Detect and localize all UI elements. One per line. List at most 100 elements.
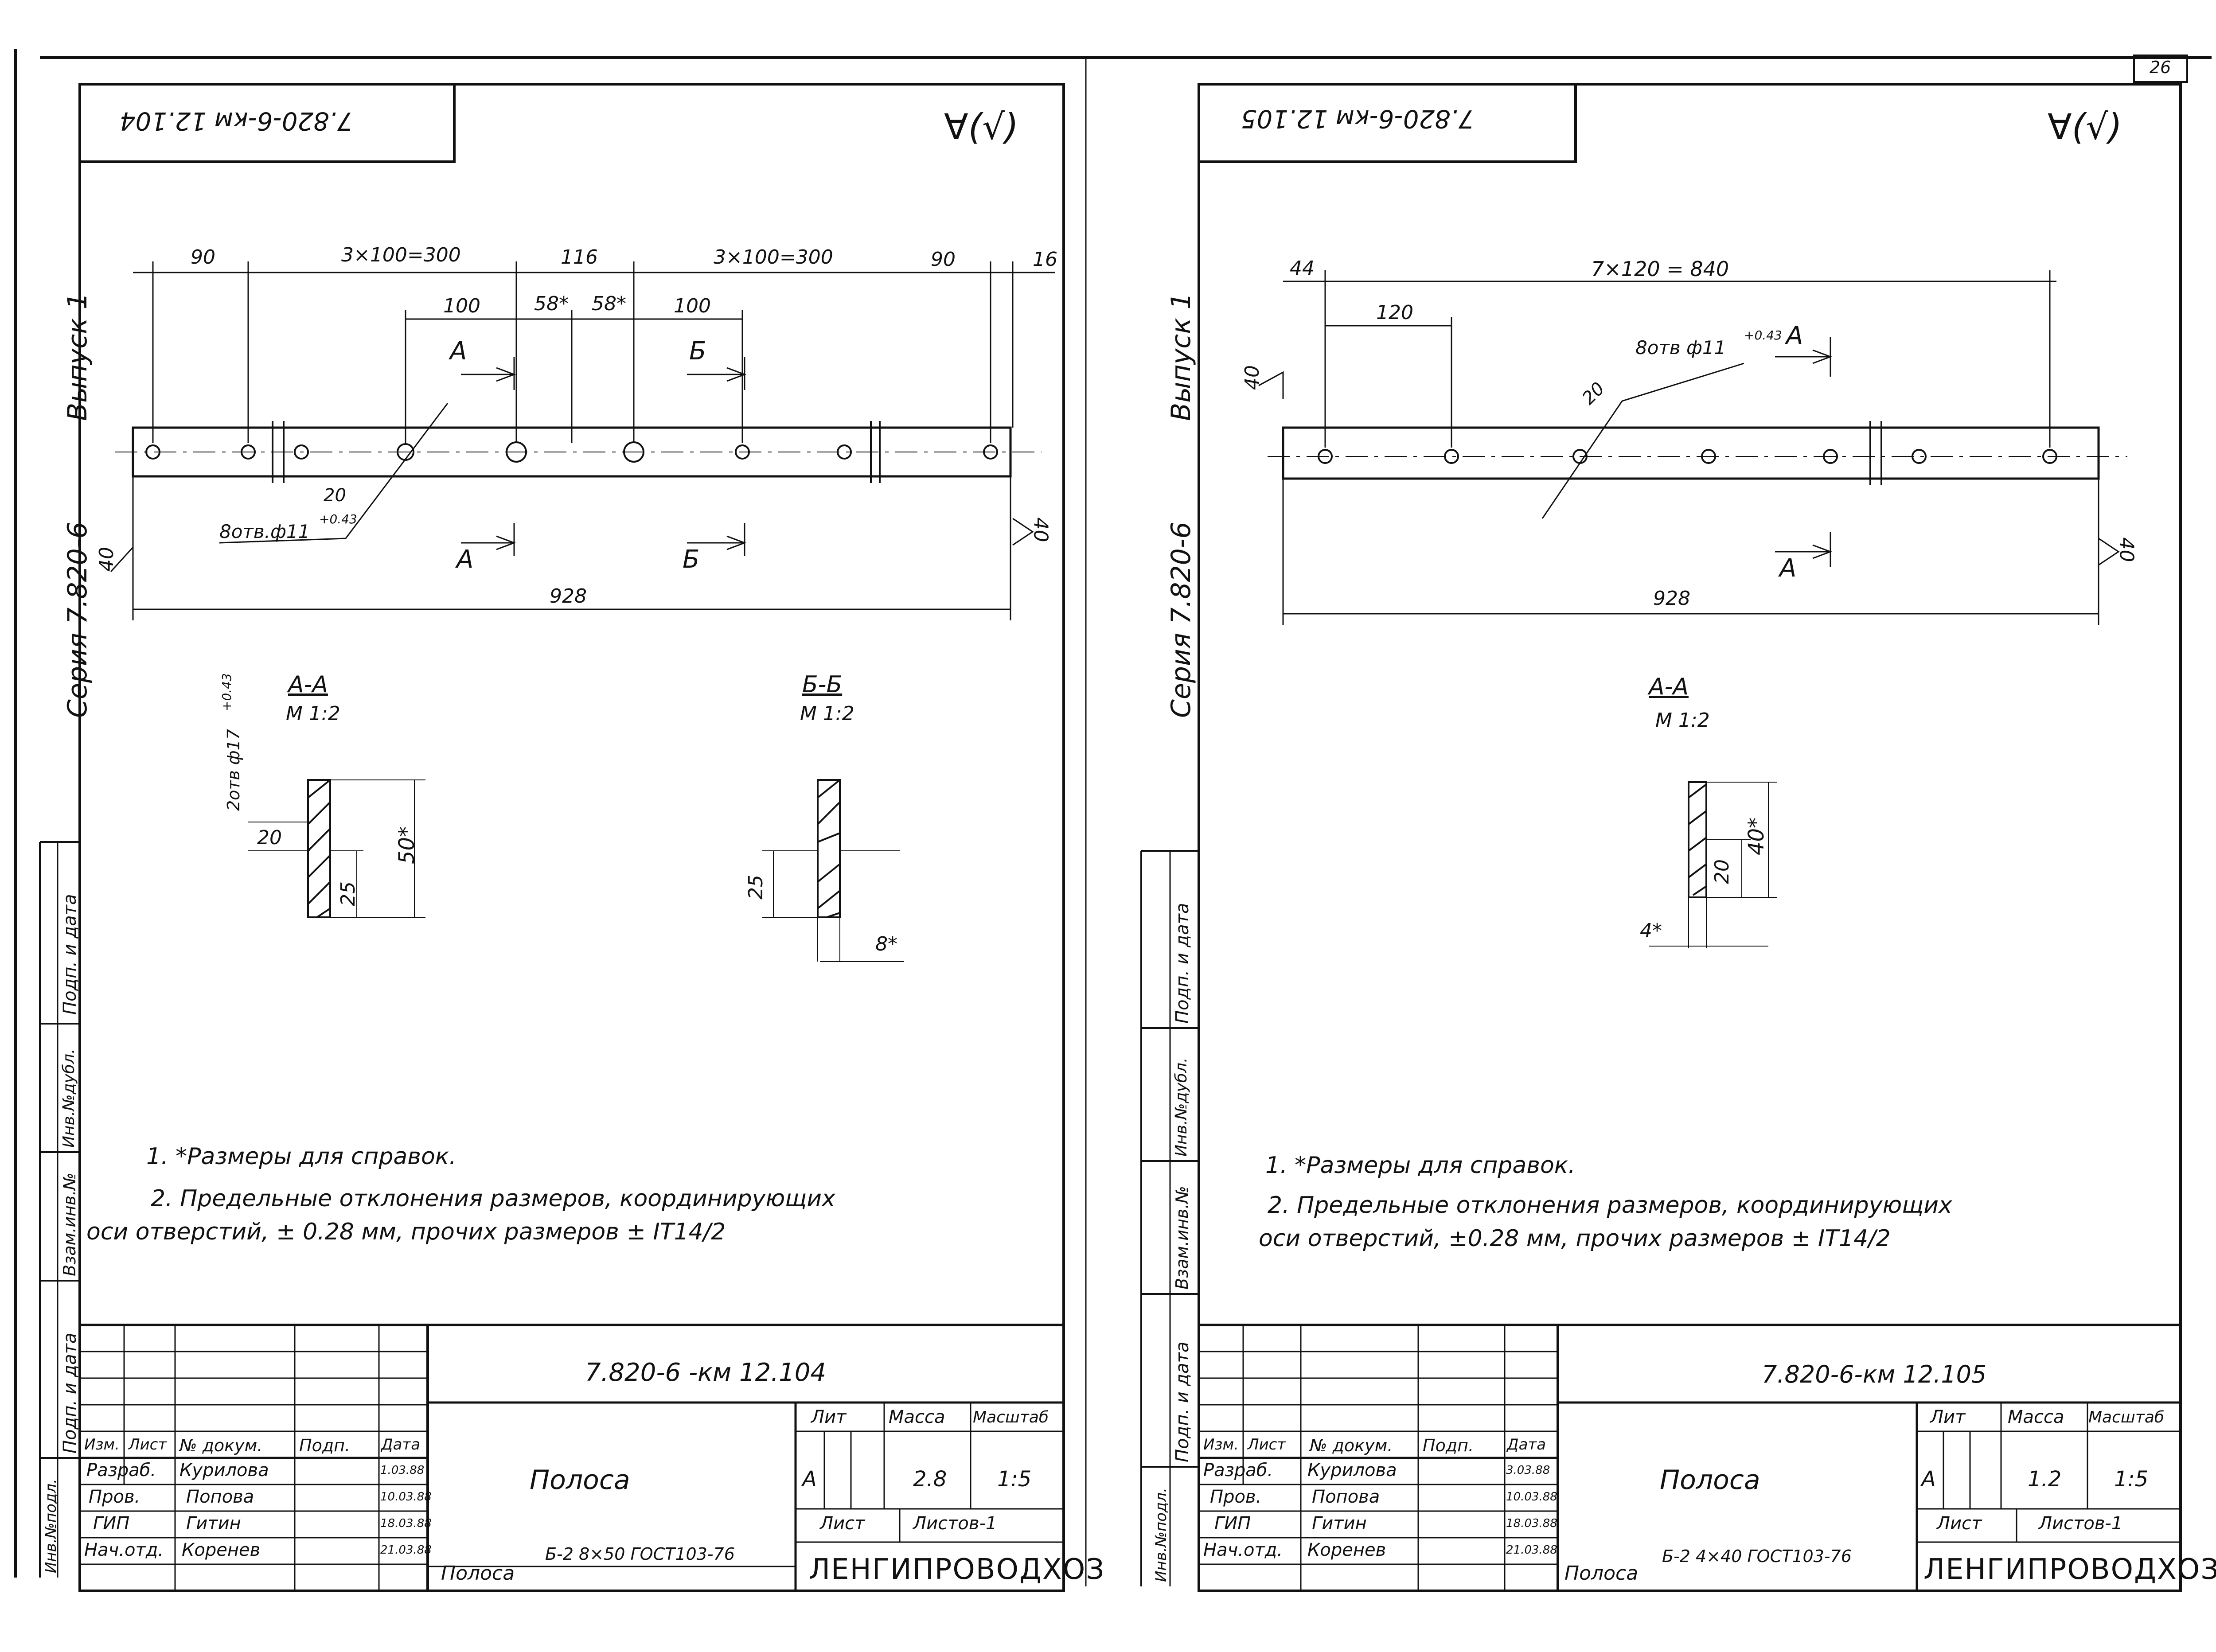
right-side-col-3: Взам.инв.№ (1172, 1186, 1192, 1290)
right-holes-tol: +0.43 (1744, 328, 1782, 343)
right-stamp-name: Полоса (1660, 1465, 1760, 1496)
left-stamp-h-doc: № докум. (179, 1436, 263, 1455)
left-side-col-3: Взам.инв.№ (60, 1173, 79, 1276)
left-stamp-r2-name: Гитин (186, 1513, 241, 1534)
right-side-col-5: Инв.№подл. (1152, 1488, 1170, 1582)
right-dim-40: 40 (1241, 365, 1264, 390)
left-stamp-h-sign: Подп. (299, 1436, 351, 1455)
right-section-aa-20: 20 (1711, 859, 1733, 884)
left-stamp-r0-name: Курилова (179, 1460, 269, 1481)
left-stamp-h-izm: Изм. (84, 1436, 120, 1453)
left-dim-90: 90 (191, 246, 215, 269)
left-stamp-scale-h: Масштаб (973, 1408, 1049, 1426)
right-stamp-sheet-h: Лист (1937, 1513, 1982, 1534)
left-stamp-lit-h: Лит (811, 1407, 847, 1427)
right-stamp-r0-role: Разраб. (1203, 1460, 1273, 1481)
left-stamp-r3-name: Коренев (182, 1540, 261, 1560)
right-series: Серия 7.820-6 (1166, 522, 1197, 718)
left-stamp-name: Полоса (530, 1465, 630, 1496)
right-side-col-1: Инв.№дубл. (1172, 1057, 1190, 1157)
left-section-bb-25: 25 (745, 875, 767, 900)
left-section-aa-25: 25 (337, 881, 359, 906)
page-number: 26 (2150, 58, 2171, 77)
left-stamp-h-date: Дата (381, 1436, 421, 1453)
right-dim-120: 120 (1376, 301, 1413, 324)
left-section-bb-title: Б-Б (802, 671, 843, 698)
left-dim-16: 16 (1033, 248, 1057, 271)
left-stamp-r2-date: 18.03.88 (380, 1517, 432, 1530)
left-note-3: оси отверстий, ± 0.28 мм, прочих размеро… (86, 1219, 726, 1245)
left-section-aa-holes: 2отв ф17 (224, 729, 243, 811)
right-code-top: 7.820-6-км 12.105 (1241, 104, 1475, 133)
left-side-col-0: Подп. и дата (60, 894, 80, 1015)
left-note-2: 2. Предельные отклонения размеров, коорд… (151, 1185, 835, 1212)
right-stamp-r2-name: Гитин (1312, 1513, 1367, 1534)
left-dim-40: 40 (95, 547, 118, 572)
right-section-aa-scale: М 1:2 (1655, 709, 1710, 732)
right-sheet-frame (1140, 83, 2182, 1592)
right-holes-label: 8отв ф11 (1635, 337, 1726, 358)
right-stamp-material-label: Полоса (1564, 1562, 1639, 1585)
left-dim-20: 20 (324, 485, 346, 506)
right-stamp-r3-role: Нач.отд. (1203, 1540, 1283, 1560)
left-holes-tol: +0.43 (319, 512, 357, 526)
left-roughness-icon: ∀(√) (944, 106, 1019, 148)
left-side-col-2: Подп. и дата (60, 1333, 80, 1453)
left-stamp-r1-role: Пров. (89, 1487, 140, 1507)
left-side-col-1: Инв.№дубл. (60, 1048, 78, 1148)
left-note-1: 1. *Размеры для справок. (146, 1143, 456, 1170)
left-stamp-r3-role: Нач.отд. (84, 1540, 164, 1560)
left-stamp-mass: 2.8 (913, 1467, 947, 1492)
right-stamp-h-sign: Подп. (1423, 1436, 1474, 1455)
left-section-mark-a: А (450, 337, 467, 366)
right-section-mark-a: А (1786, 321, 1803, 350)
left-code-top: 7.820-6-км 12.104 (120, 106, 353, 135)
right-stamp-mass-h: Масса (2008, 1407, 2064, 1427)
right-stamp-r0-name: Курилова (1307, 1460, 1397, 1481)
left-dim-928: 928 (550, 585, 587, 608)
right-stamp-r3-name: Коренев (1307, 1540, 1386, 1560)
right-section-aa-title: А-А (1649, 674, 1689, 700)
right-stamp-code: 7.820-6-км 12.105 (1762, 1360, 1987, 1388)
left-issue: Выпуск 1 (62, 292, 93, 421)
right-stamp-lit: А (1921, 1467, 1936, 1492)
right-roughness-icon: ∀(√) (2048, 106, 2122, 148)
left-section-bb-scale: М 1:2 (800, 702, 854, 725)
right-dim-44: 44 (1290, 257, 1315, 280)
right-stamp-r1-name: Попова (1312, 1487, 1380, 1507)
left-stamp-r1-name: Попова (186, 1487, 254, 1507)
left-stamp-r3-date: 21.03.88 (380, 1543, 432, 1557)
right-stamp-material: Б-2 4×40 ГОСТ103-76 (1662, 1547, 1852, 1566)
left-stamp-lit: А (802, 1467, 817, 1492)
right-stamp-scale-h: Масштаб (2088, 1408, 2165, 1426)
right-stamp-r0-date: 3.03.88 (1506, 1464, 1550, 1477)
left-stamp-r1-date: 10.03.88 (380, 1490, 432, 1504)
left-stamp-material: Б-2 8×50 ГОСТ103-76 (545, 1544, 735, 1564)
left-series: Серия 7.820-6 (62, 522, 93, 718)
left-section-aa-20: 20 (257, 826, 282, 849)
left-section-aa-title: А-А (288, 671, 328, 698)
right-stamp-scale: 1:5 (2114, 1467, 2149, 1492)
left-dim-100: 100 (443, 295, 480, 317)
right-stamp-h-izm: Изм. (1203, 1436, 1239, 1453)
left-stamp-material-label: Полоса (441, 1562, 515, 1585)
left-stamp-r2-role: ГИП (93, 1513, 130, 1534)
right-dim-40r: 40 (2115, 537, 2138, 562)
left-section-aa-50: 50* (394, 826, 419, 864)
left-dim-58b: 58* (592, 292, 626, 315)
left-section-mark-b: Б (689, 337, 706, 366)
right-stamp-h-doc: № докум. (1310, 1436, 1393, 1455)
left-section-aa-tol: +0.43 (219, 673, 234, 711)
right-holes (1318, 449, 2057, 464)
right-stamp-r3-date: 21.03.88 (1506, 1543, 1557, 1557)
left-stamp-org: ЛЕНГИПРОВОДХОЗ (809, 1553, 1105, 1586)
left-stamp-sheets-h: Листов-1 (913, 1513, 997, 1534)
right-dim-7x120: 7×120 = 840 (1591, 257, 1729, 281)
left-section-mark-b2: Б (683, 545, 700, 574)
right-side-col-2: Подп. и дата (1172, 1341, 1193, 1462)
right-section-aa-4: 4* (1640, 920, 1662, 942)
left-dim-58a: 58* (534, 292, 569, 315)
right-stamp-r1-date: 10.03.88 (1506, 1490, 1557, 1504)
left-stamp-r0-date: 1.03.88 (380, 1464, 425, 1477)
